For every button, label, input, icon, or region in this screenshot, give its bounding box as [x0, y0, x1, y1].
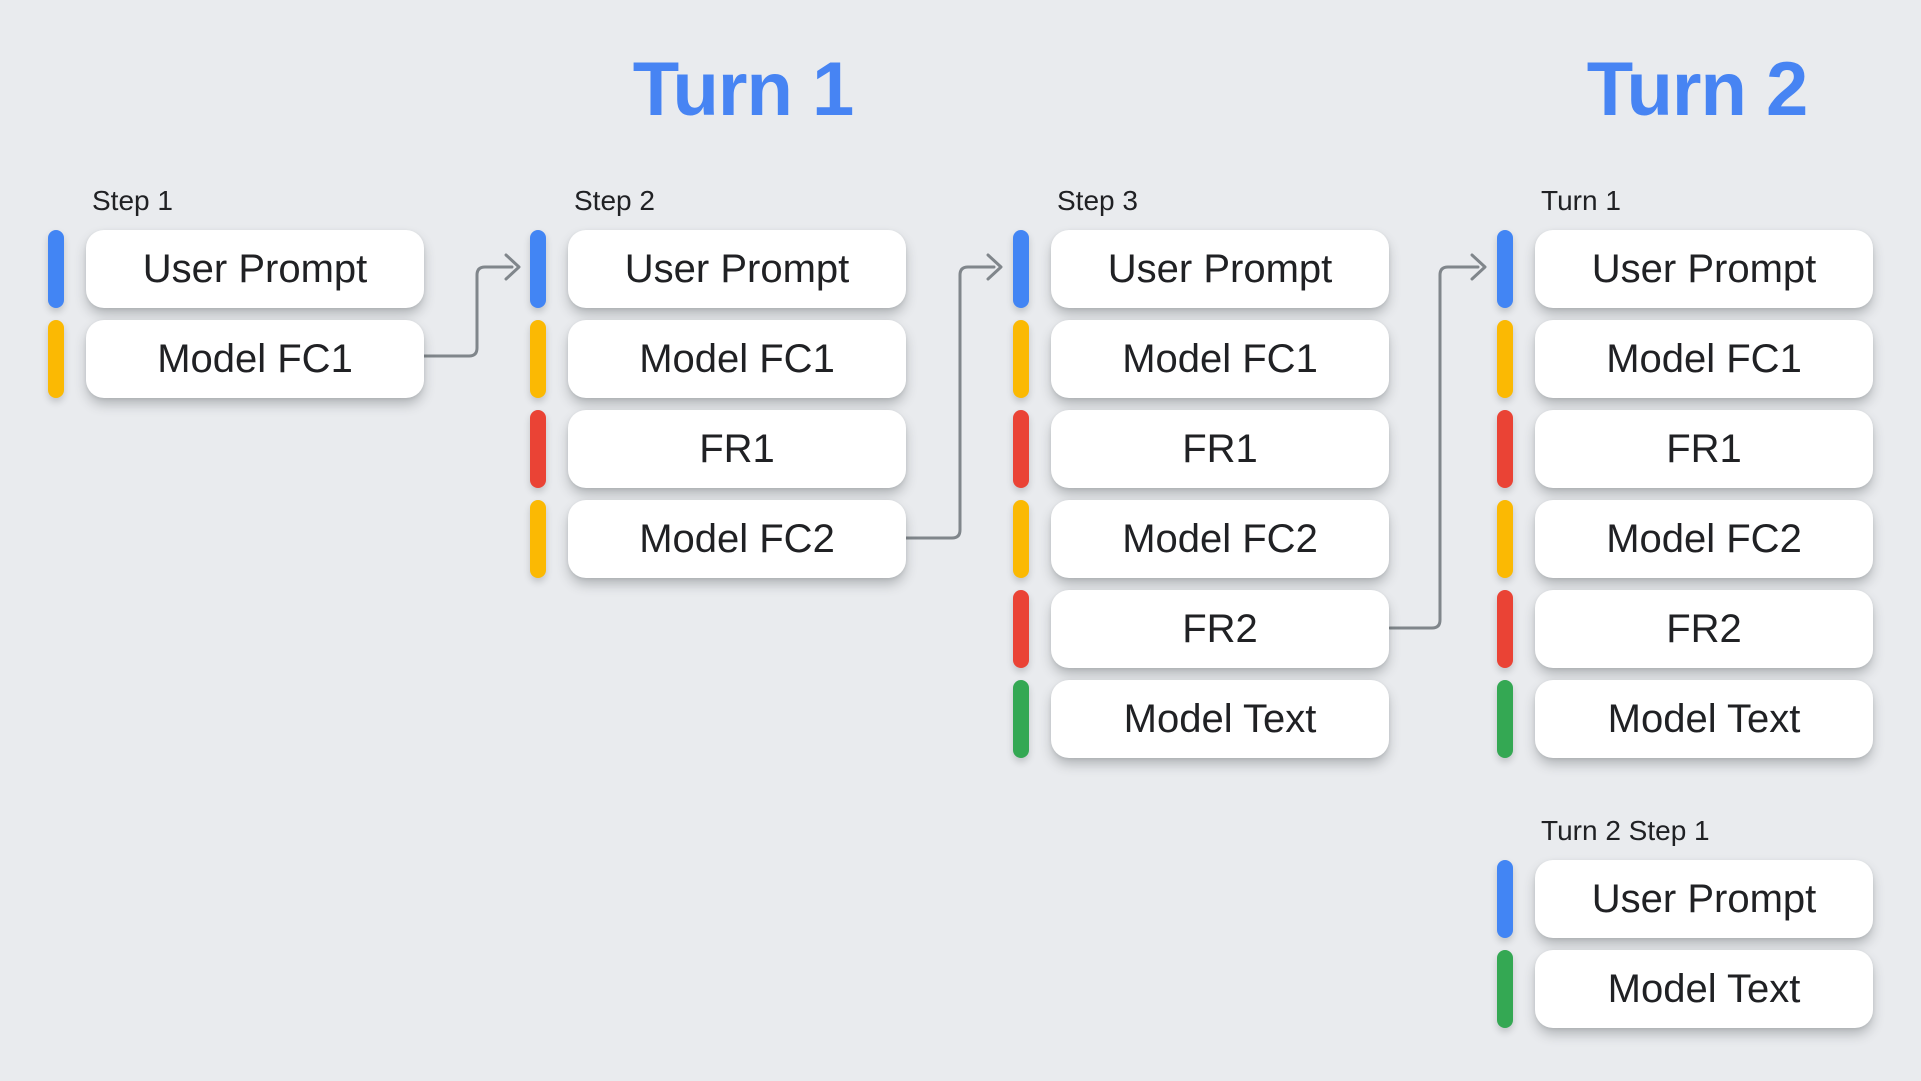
turn-1-heading: Turn 1 [632, 47, 855, 132]
node-row: FR1 [1013, 410, 1389, 488]
group-label-turn-1: Turn 1 [1541, 185, 1621, 216]
node-row: Model FC2 [530, 500, 906, 578]
model-fc-color-bar [530, 500, 546, 578]
node-model-fc2: Model FC2 [1535, 500, 1873, 578]
node-row: FR2 [1497, 590, 1873, 668]
node-row: Model Text [1497, 950, 1873, 1028]
node-fr2: FR2 [1535, 590, 1873, 668]
group-label-step-2: Step 2 [574, 185, 655, 216]
node-row: User Prompt [530, 230, 906, 308]
user-prompt-color-bar [1497, 860, 1513, 938]
model-fc-color-bar [530, 320, 546, 398]
model-text-color-bar [1497, 950, 1513, 1028]
node-fr2: FR2 [1051, 590, 1389, 668]
node-row: Model FC1 [530, 320, 906, 398]
node-row: FR2 [1013, 590, 1389, 668]
node-model-fc1: Model FC1 [86, 320, 424, 398]
arrow-step1-to-step2-head [504, 253, 521, 281]
group-label-step-3: Step 3 [1057, 185, 1138, 216]
function-response-color-bar [1013, 590, 1029, 668]
model-fc-color-bar [1497, 320, 1513, 398]
group-step-1: Step 1 User Prompt Model FC1 [48, 186, 424, 410]
function-response-color-bar [530, 410, 546, 488]
node-row: User Prompt [1497, 860, 1873, 938]
user-prompt-color-bar [1013, 230, 1029, 308]
node-row: Model Text [1013, 680, 1389, 758]
arrow-step2-to-step3-head [986, 253, 1003, 281]
node-model-fc2: Model FC2 [1051, 500, 1389, 578]
model-fc-color-bar [1013, 320, 1029, 398]
node-model-text: Model Text [1051, 680, 1389, 758]
node-row: Model FC1 [48, 320, 424, 398]
node-row: Model Text [1497, 680, 1873, 758]
turn-2-heading: Turn 2 [1586, 47, 1809, 132]
node-user-prompt: User Prompt [86, 230, 424, 308]
node-fr1: FR1 [1051, 410, 1389, 488]
node-user-prompt: User Prompt [1535, 230, 1873, 308]
group-label-turn-2-step-1: Turn 2 Step 1 [1541, 815, 1710, 846]
node-model-fc1: Model FC1 [1535, 320, 1873, 398]
node-model-fc1: Model FC1 [568, 320, 906, 398]
function-response-color-bar [1013, 410, 1029, 488]
node-row: User Prompt [1013, 230, 1389, 308]
node-model-text: Model Text [1535, 680, 1873, 758]
model-fc-color-bar [1013, 500, 1029, 578]
function-response-color-bar [1497, 590, 1513, 668]
arrow-step1-to-step2 [422, 265, 514, 358]
node-fr1: FR1 [568, 410, 906, 488]
node-row: FR1 [530, 410, 906, 488]
model-fc-color-bar [1497, 500, 1513, 578]
node-row: Model FC1 [1013, 320, 1389, 398]
node-row: Model FC2 [1497, 500, 1873, 578]
arrow-step3-to-turn1 [1388, 265, 1480, 630]
node-user-prompt: User Prompt [1051, 230, 1389, 308]
node-model-fc1: Model FC1 [1051, 320, 1389, 398]
node-row: User Prompt [48, 230, 424, 308]
group-step-2: Step 2 User Prompt Model FC1 FR1 Model F… [530, 186, 906, 590]
node-row: Model FC1 [1497, 320, 1873, 398]
group-step-3: Step 3 User Prompt Model FC1 FR1 Model F… [1013, 186, 1389, 770]
node-row: User Prompt [1497, 230, 1873, 308]
model-text-color-bar [1497, 680, 1513, 758]
model-text-color-bar [1013, 680, 1029, 758]
user-prompt-color-bar [48, 230, 64, 308]
user-prompt-color-bar [530, 230, 546, 308]
arrow-step2-to-step3 [904, 265, 996, 540]
model-fc-color-bar [48, 320, 64, 398]
node-user-prompt: User Prompt [1535, 860, 1873, 938]
group-turn-2-step-1: Turn 2 Step 1 User Prompt Model Text [1497, 816, 1873, 1040]
user-prompt-color-bar [1497, 230, 1513, 308]
node-model-fc2: Model FC2 [568, 500, 906, 578]
node-row: Model FC2 [1013, 500, 1389, 578]
group-label-step-1: Step 1 [92, 185, 173, 216]
function-response-color-bar [1497, 410, 1513, 488]
node-model-text: Model Text [1535, 950, 1873, 1028]
arrow-step3-to-turn1-head [1470, 253, 1487, 281]
group-turn-1-history: Turn 1 User Prompt Model FC1 FR1 Model F… [1497, 186, 1873, 770]
node-user-prompt: User Prompt [568, 230, 906, 308]
node-fr1: FR1 [1535, 410, 1873, 488]
node-row: FR1 [1497, 410, 1873, 488]
